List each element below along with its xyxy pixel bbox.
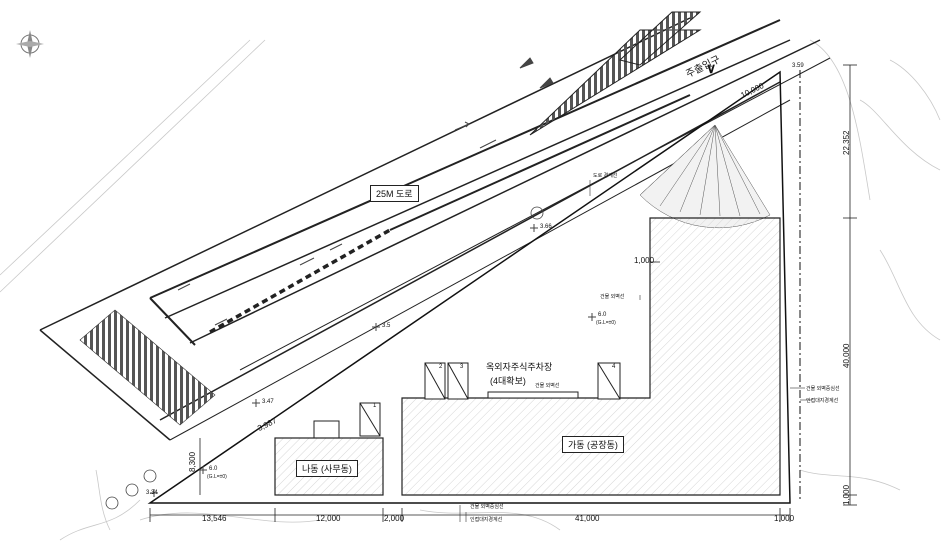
stall-4: 4 (612, 364, 616, 370)
stall-2: 2 (439, 364, 443, 370)
dimension-lines (149, 64, 857, 522)
note-bottom-center: 건물 외벽중심선 (470, 504, 504, 510)
dim-b5: 1,000 (774, 514, 795, 523)
contour-lines (0, 39, 941, 541)
road-25m (39, 17, 831, 441)
note-bldg-outer: 건물 외벽선 (600, 294, 625, 300)
road-label: 25M 도로 (370, 185, 419, 202)
level-3-47: 3.47 (262, 399, 274, 405)
lane-arrow-icons (177, 57, 554, 326)
level-3-34: 3.34 (146, 490, 158, 496)
ramp-fan (639, 124, 771, 229)
level-gl-na-note: (G.L=±0) (207, 474, 227, 480)
level-3-66: 3.66 (540, 224, 552, 230)
parking-subtitle: (4대확보) (490, 376, 526, 386)
stall-3: 3 (460, 364, 464, 370)
crosswalk (79, 309, 216, 426)
north-arrow-icon (16, 30, 44, 58)
entrance-chevron-icon: ∨ (706, 60, 717, 76)
building-ga (401, 217, 781, 496)
parking-title: 옥외자주식주차장 (486, 362, 553, 372)
dim-right-3: 1,000 (842, 484, 851, 505)
dim-b4: 41,000 (575, 514, 600, 523)
note-site-boundary: 인접대지경계선 (806, 398, 839, 404)
dim-offset: 1,000 (634, 256, 655, 265)
building-na-label: 나동 (사무동) (296, 460, 358, 477)
level-gl-na: 6.0 (209, 466, 218, 472)
level-gl-ga: 6.0 (598, 312, 607, 318)
note-road-boundary: 도로 경계선 (593, 173, 618, 179)
dim-right-2: 40,000 (842, 343, 851, 368)
leader-lines (459, 180, 812, 522)
level-gl-ga-note: (G.L=±0) (596, 320, 616, 326)
note-bldg-outer-2: 건물 외벽선 (535, 383, 560, 389)
level-3-59: 3.59 (792, 63, 804, 69)
stall-1: 1 (373, 403, 377, 409)
building-ga-label: 가동 (공장동) (562, 436, 624, 453)
dim-b3: 2,000 (384, 514, 405, 523)
parking-stalls (359, 362, 621, 437)
note-site-center: 건물 외벽중심선 (806, 386, 840, 392)
note-bottom-site: 인접대지경계선 (470, 517, 503, 523)
marker-circles (105, 206, 544, 510)
dim-left-v: 8,300 (188, 451, 197, 472)
dim-b1: 13,546 (202, 514, 227, 523)
level-markers (150, 224, 596, 497)
dim-b2: 12,000 (316, 514, 341, 523)
level-3-5: 3.5 (382, 323, 391, 329)
dim-right-1: 22,352 (842, 130, 851, 155)
median-hatch (529, 11, 702, 136)
site-boundary (147, 70, 801, 504)
